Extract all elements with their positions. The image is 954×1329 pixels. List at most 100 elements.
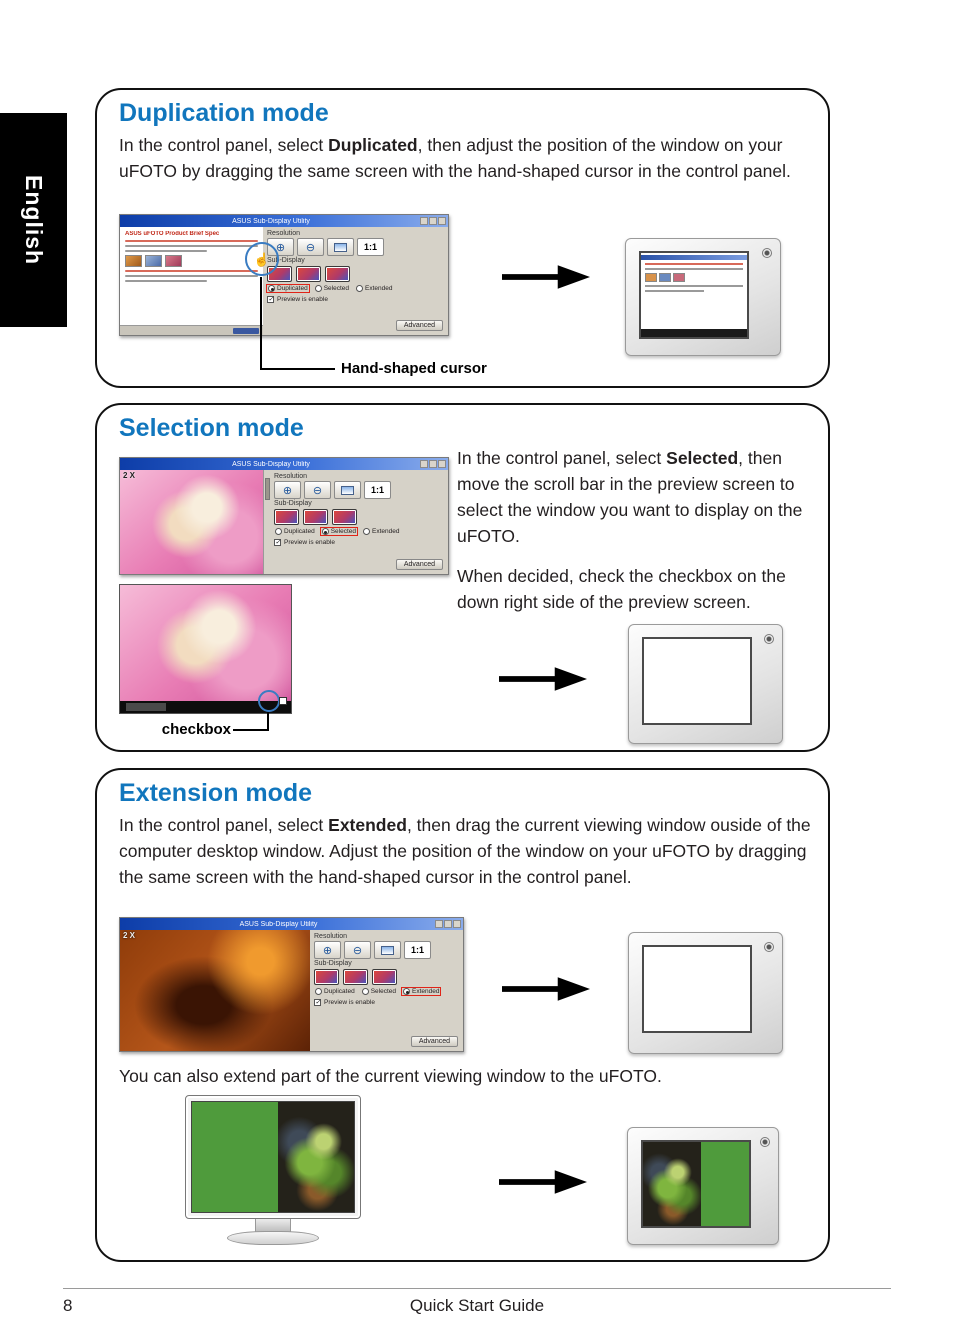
radio-selected[interactable]: Selected <box>314 285 350 292</box>
checkbox-icon <box>267 295 274 303</box>
radio-duplicated[interactable]: Duplicated <box>274 528 316 535</box>
radio-icon <box>275 528 282 535</box>
spec-document: ASUS uFOTO Product Brief Spec <box>120 227 263 335</box>
vertical-scrollbar[interactable] <box>263 470 270 574</box>
decor-text-line <box>125 280 208 282</box>
radio-extended[interactable]: Extended <box>355 285 393 292</box>
arrow-right-icon <box>499 1170 587 1194</box>
radio-icon <box>361 988 369 995</box>
monitor-stand-base <box>227 1231 319 1245</box>
power-button-icon[interactable] <box>760 1137 770 1147</box>
display-thumbnail-icon[interactable] <box>314 969 339 985</box>
resolution-buttons: ⊕ ⊖ 1:1 <box>267 238 444 256</box>
advanced-button[interactable]: Advanced <box>395 320 443 331</box>
horizontal-scrollbar[interactable] <box>120 701 291 713</box>
decor-text-line <box>645 268 743 270</box>
desktop-monitor <box>185 1095 361 1245</box>
window-controls-icons[interactable] <box>420 217 446 225</box>
power-button-icon[interactable] <box>764 634 774 644</box>
preview-enable-checkbox[interactable]: Preview is enable <box>274 538 444 546</box>
photo-preview-area: 2 X <box>120 470 270 574</box>
salad-photo-part <box>643 1142 702 1226</box>
close-icon[interactable] <box>438 217 446 225</box>
radio-extended[interactable]: Extended <box>401 987 442 996</box>
photo-thumb <box>145 255 162 267</box>
one-to-one-button[interactable]: 1:1 <box>364 481 391 499</box>
zoom-in-button[interactable]: ⊕ <box>274 481 301 499</box>
photo-thumb <box>659 273 671 282</box>
decor-text-line <box>125 245 258 247</box>
radio-icon <box>403 988 411 995</box>
radio-icon <box>363 528 371 535</box>
photo-thumb <box>645 273 657 282</box>
minimize-icon[interactable] <box>420 460 428 468</box>
scrollbar-thumb[interactable] <box>264 478 270 500</box>
resolution-buttons: ⊕ ⊖ 1:1 <box>274 481 444 499</box>
minimize-icon[interactable] <box>420 217 428 225</box>
fit-screen-button[interactable] <box>334 481 361 499</box>
window-controls-icons[interactable] <box>420 460 446 468</box>
radio-selected[interactable]: Selected <box>361 988 397 995</box>
preview-enable-checkbox[interactable]: Preview is enable <box>314 998 459 1006</box>
display-thumbnail-icon[interactable] <box>372 969 397 985</box>
fit-screen-button[interactable] <box>374 941 401 959</box>
display-thumbnail-icon[interactable] <box>303 509 328 525</box>
resolution-label: Resolution <box>314 933 348 940</box>
control-panel-controls: Resolution ⊕ ⊖ 1:1 Sub-Display Dupl <box>270 470 448 574</box>
photo-icon <box>341 485 354 495</box>
display-thumbnail-icon[interactable] <box>343 969 368 985</box>
radio-selected[interactable]: Selected <box>319 527 359 536</box>
puppy-photo <box>120 470 270 574</box>
minimize-icon[interactable] <box>435 920 443 928</box>
resolution-buttons: ⊕ ⊖ 1:1 <box>314 941 459 959</box>
display-select-checkbox[interactable] <box>279 697 287 705</box>
text-run: , then move the scroll bar in the previe… <box>457 448 803 546</box>
close-icon[interactable] <box>453 920 461 928</box>
radio-duplicated[interactable]: Duplicated <box>266 284 310 293</box>
zoom-in-button[interactable]: ⊕ <box>314 941 341 959</box>
zoom-out-button[interactable]: ⊖ <box>304 481 331 499</box>
window-title: ASUS Sub-Display Utility <box>239 920 318 928</box>
maximize-icon[interactable] <box>429 217 437 225</box>
window-controls-icons[interactable] <box>435 920 461 928</box>
radio-icon <box>315 988 322 995</box>
radio-label: Selected <box>370 988 397 995</box>
advanced-button[interactable]: Advanced <box>395 559 443 570</box>
radio-label: Extended <box>372 528 400 535</box>
power-button-icon[interactable] <box>762 248 772 258</box>
display-thumbnail-icon[interactable] <box>274 509 299 525</box>
radio-extended[interactable]: Extended <box>362 528 400 535</box>
display-thumbnail-icon[interactable] <box>332 509 357 525</box>
display-mode-icons <box>274 509 444 525</box>
one-to-one-button[interactable]: 1:1 <box>357 238 384 256</box>
maximize-icon[interactable] <box>429 460 437 468</box>
language-label: English <box>21 174 47 266</box>
ufoto-screen <box>639 251 749 339</box>
power-button-icon[interactable] <box>764 942 774 952</box>
display-thumbnail-icon[interactable] <box>325 266 350 282</box>
fit-screen-button[interactable] <box>327 238 354 256</box>
checkbox-label: Preview is enable <box>277 296 328 303</box>
one-to-one-button[interactable]: 1:1 <box>404 941 431 959</box>
radio-duplicated[interactable]: Duplicated <box>314 988 356 995</box>
advanced-area: Advanced <box>410 1030 458 1048</box>
zoom-out-button[interactable]: ⊖ <box>297 238 324 256</box>
zoom-out-button[interactable]: ⊖ <box>344 941 371 959</box>
window-title: ASUS Sub-Display Utility <box>232 460 310 468</box>
window-titlebar: ASUS Sub-Display Utility <box>120 918 463 930</box>
footer-title: Quick Start Guide <box>409 1296 545 1315</box>
window-body: 2 X Resolution ⊕ ⊖ 1:1 Sub-Display <box>120 930 463 1051</box>
close-icon[interactable] <box>438 460 446 468</box>
display-mode-icons <box>267 266 444 282</box>
corner-label: 2 X <box>123 931 136 940</box>
selection-paragraph-2: When decided, check the checkbox on the … <box>457 566 786 612</box>
doc-button[interactable] <box>233 327 259 334</box>
radio-label: Extended <box>412 988 440 995</box>
selection-heading: Selection mode <box>119 414 304 442</box>
display-thumbnail-icon[interactable] <box>296 266 321 282</box>
maximize-icon[interactable] <box>444 920 452 928</box>
preview-enable-checkbox[interactable]: Preview is enable <box>267 295 444 303</box>
advanced-button[interactable]: Advanced <box>410 1036 458 1047</box>
scrollbar-thumb[interactable] <box>126 703 166 711</box>
violin-photo <box>120 930 310 1051</box>
